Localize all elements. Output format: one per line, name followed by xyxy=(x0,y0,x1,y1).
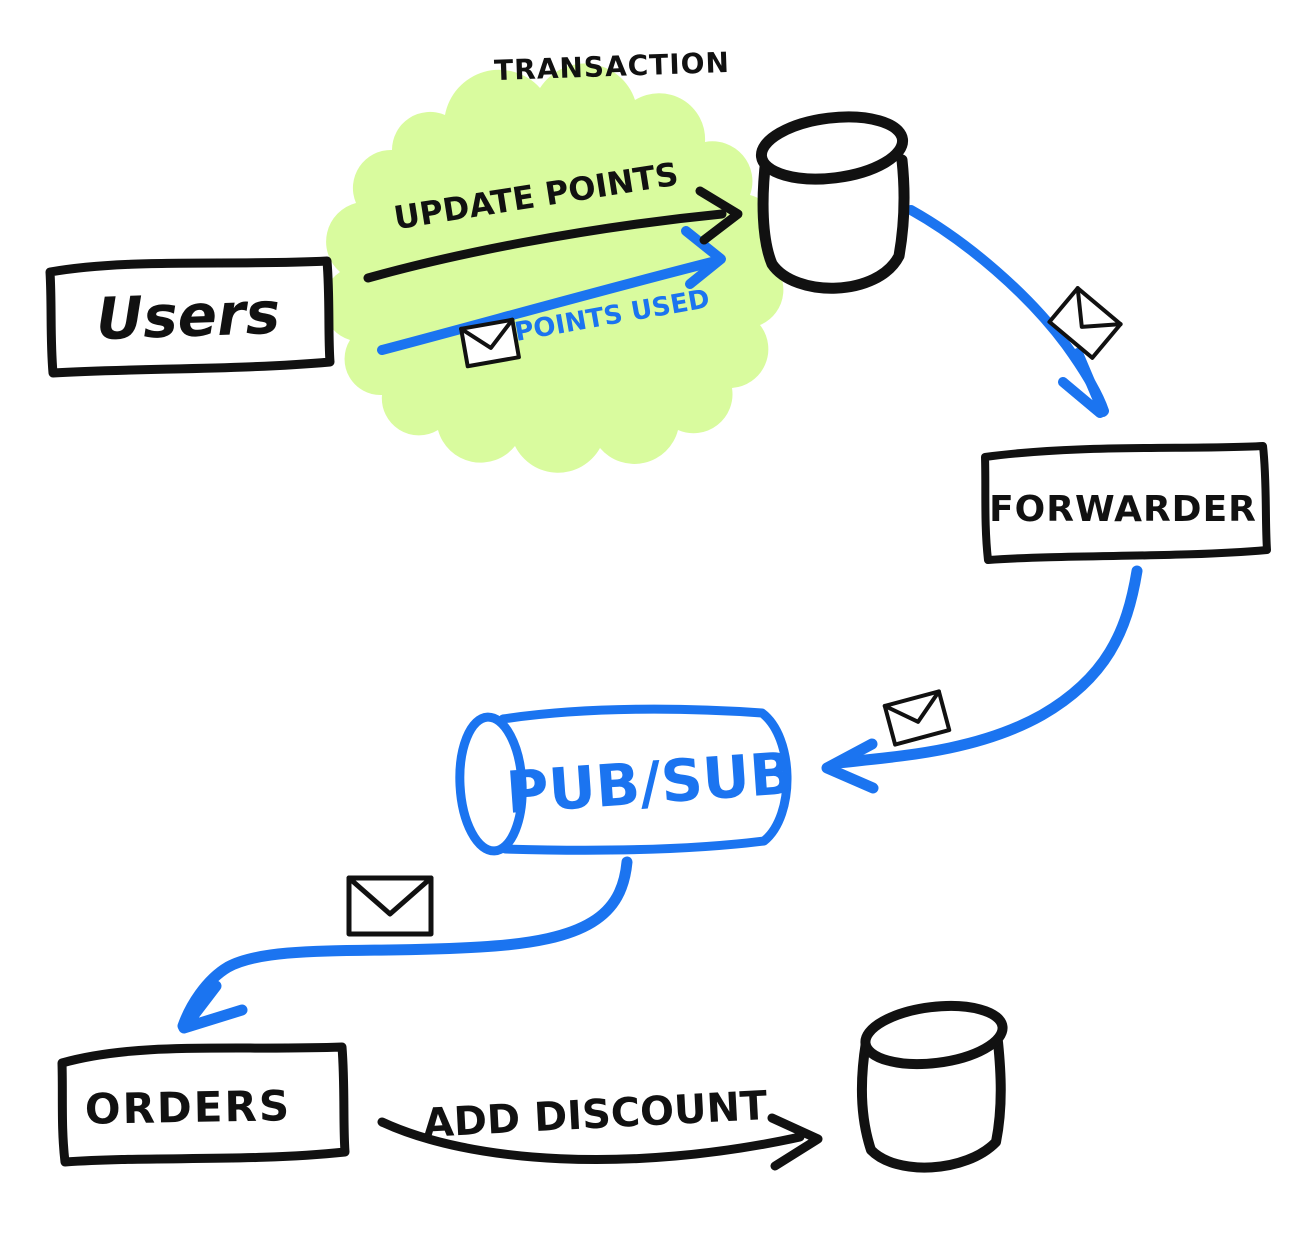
forwarder-box xyxy=(981,442,1271,564)
db-to-forwarder-arrowhead xyxy=(1058,348,1108,418)
users-db-cylinder-body xyxy=(757,152,910,294)
orders-db-cylinder-cap xyxy=(860,1000,1008,1070)
points-used-arrow xyxy=(377,257,717,355)
pubsub-to-orders-arrow xyxy=(177,856,633,1032)
add-discount-arrow xyxy=(377,1117,805,1165)
transaction-label: TRANSACTION xyxy=(494,46,731,87)
add-discount-label: ADD DISCOUNT xyxy=(422,1083,769,1147)
pubsub-cylinder-cap xyxy=(455,712,527,856)
users-label: Users xyxy=(95,279,281,353)
orders-db-cylinder-body xyxy=(856,1037,1006,1173)
envelope-icon xyxy=(882,689,952,747)
transaction-highlight-blob xyxy=(323,63,784,473)
users-box xyxy=(45,256,335,378)
forwarder-to-pubsub-arrowhead xyxy=(821,738,879,794)
update-points-arrowhead xyxy=(695,186,743,245)
forwarder-to-pubsub-arrow xyxy=(832,565,1143,769)
points-used-arrowhead xyxy=(681,226,726,289)
forwarder-label: FORWARDER xyxy=(989,489,1257,530)
envelope-icon xyxy=(1047,286,1123,360)
orders-label: ORDERS xyxy=(84,1081,291,1134)
pubsub-cylinder-body xyxy=(498,704,792,855)
message-flow-layer xyxy=(177,205,1143,1034)
ink-layer xyxy=(45,111,1271,1173)
pubsub-cylinder-body-fill xyxy=(503,709,788,851)
orders-db-cylinder-body-fill xyxy=(861,1036,1001,1168)
orders-box xyxy=(57,1042,350,1167)
pubsub-to-orders-arrowhead xyxy=(178,980,248,1034)
add-discount-arrowhead xyxy=(767,1113,823,1171)
update-points-arrow xyxy=(363,209,727,283)
envelope-icon xyxy=(346,875,434,937)
users-db-cylinder-cap xyxy=(755,111,909,185)
users-db-cylinder-body-fill xyxy=(763,150,904,289)
envelope-icon xyxy=(459,317,521,369)
